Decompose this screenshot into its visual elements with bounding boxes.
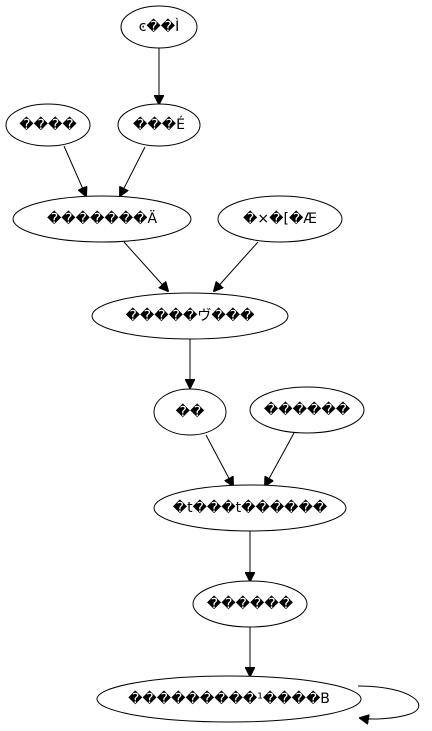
edge-n4-n6	[123, 241, 168, 291]
node-label: ͼ��Ì	[139, 18, 180, 35]
node-n9: �t���t������	[153, 484, 347, 532]
edge-n3-n4	[120, 146, 146, 196]
node-label: ����	[19, 116, 77, 133]
nodes-group: ͼ��Ì ���� ���É �������Ä �×�[�Æ �����ヴ���…	[5, 5, 365, 723]
node-label: ���������¹����B	[128, 690, 330, 707]
edge-n7-n9	[205, 434, 233, 486]
node-label: �×�[�Æ	[243, 210, 317, 227]
node-label: �������Ä	[47, 209, 157, 227]
node-n11: ���������¹����B	[96, 675, 362, 723]
node-label: ������	[264, 401, 351, 418]
edge-n11-n11	[357, 685, 420, 719]
node-label: �����ヴ���	[126, 307, 255, 324]
node-n10: ������	[192, 580, 308, 628]
node-label: ������	[207, 595, 294, 612]
edges-group	[63, 48, 420, 719]
node-n3: ���É	[117, 103, 201, 147]
node-n2: ����	[5, 103, 91, 147]
node-n6: �����ヴ���	[91, 292, 289, 340]
edge-n8-n9	[265, 432, 295, 486]
edge-n2-n4	[63, 145, 86, 196]
node-n8: ������	[249, 386, 365, 434]
node-n7: ��	[153, 388, 227, 436]
node-label: ���É	[133, 116, 185, 133]
edge-n5-n6	[214, 241, 259, 291]
node-label: ��	[176, 403, 205, 420]
node-n5: �×�[�Æ	[217, 195, 343, 243]
node-n4: �������Ä	[12, 195, 192, 243]
node-label: �t���t������	[173, 499, 328, 516]
node-n1: ͼ��Ì	[120, 5, 198, 49]
